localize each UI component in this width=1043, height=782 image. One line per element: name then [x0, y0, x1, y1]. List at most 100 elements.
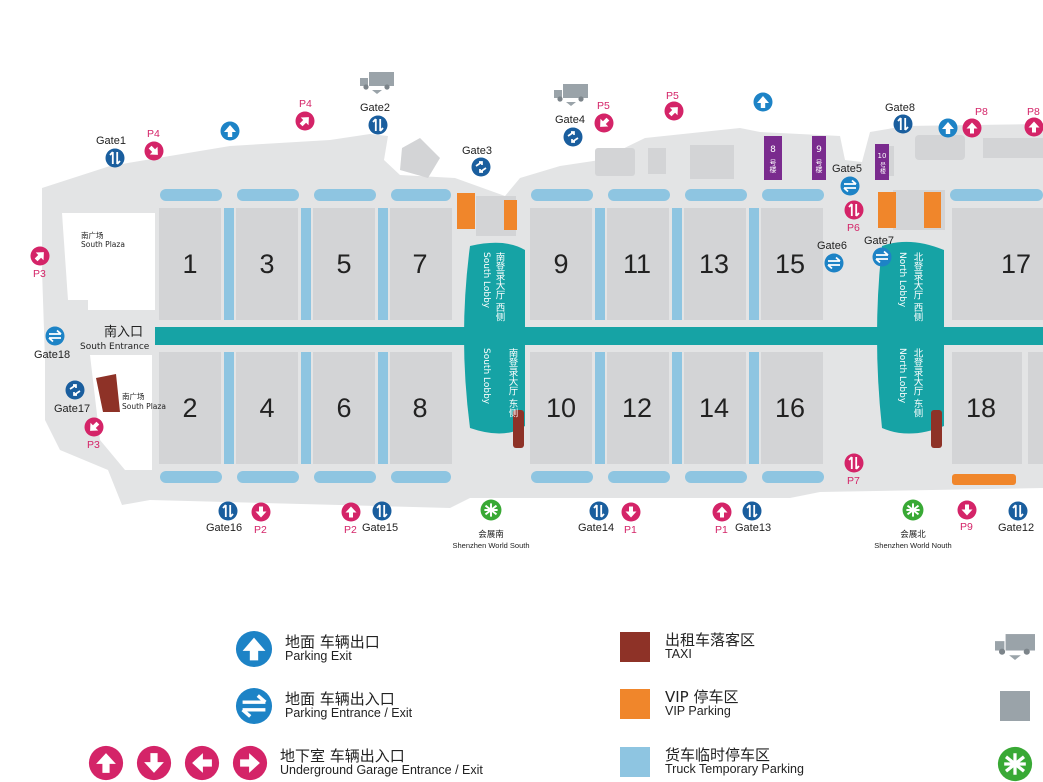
metro-south-en: Shenzhen World South — [453, 541, 530, 550]
p2-right-icon[interactable] — [341, 502, 361, 522]
north-lobby-east-en: North Lobby — [897, 348, 907, 404]
p4-right-icon[interactable] — [291, 107, 319, 135]
legend-parking-entrance-en: Parking Entrance / Exit — [285, 706, 413, 721]
building-8-suffix: 号楼 — [769, 159, 777, 174]
legend-vip-cn: VIP 停车区 — [665, 687, 739, 706]
north-lobby-east-cn: 北登录大厅 东侧 — [912, 348, 924, 418]
p8-left-icon[interactable] — [962, 118, 982, 138]
main-corridor — [155, 241, 1043, 434]
hall-block-6[interactable] — [313, 352, 375, 464]
gate8-icon[interactable] — [893, 114, 913, 134]
hall-label-6: 6 — [336, 393, 351, 423]
p4-label-left: P4 — [147, 128, 160, 140]
parking-exit-icon[interactable] — [938, 118, 958, 138]
hall-label-7: 7 — [412, 249, 427, 279]
gate4-icon[interactable] — [563, 127, 583, 147]
taxi-areas — [96, 374, 942, 448]
map-legend: 地面 车辆出口 Parking Exit 地面 车辆出入口 Parking En… — [0, 600, 1043, 782]
gate12-icon[interactable] — [1008, 501, 1028, 521]
gate18-icon[interactable] — [45, 326, 65, 346]
legend-vip: VIP 停车区 VIP Parking — [620, 689, 739, 719]
p8-label-left: P8 — [975, 106, 988, 118]
gate18-label: Gate18 — [34, 349, 70, 361]
gate1-icon[interactable] — [105, 148, 125, 168]
gate14-icon[interactable] — [589, 501, 609, 521]
pink-right-arrow-icon — [232, 745, 268, 781]
metro-north-cn: 会展北 — [900, 529, 926, 540]
hall-numbers: 1 3 5 7 9 11 13 15 17 2 4 6 8 10 12 14 1… — [182, 249, 1031, 423]
hall-block-17[interactable] — [952, 208, 1043, 320]
hall-block-2[interactable] — [159, 352, 221, 464]
gate1-label: Gate1 — [96, 135, 126, 147]
building-9-suffix: 号楼 — [815, 159, 823, 174]
hall-block-5[interactable] — [313, 208, 375, 320]
south-lobby-east-cn: 南登录大厅 东侧 — [507, 347, 519, 418]
hall-block-10[interactable] — [530, 352, 592, 464]
truck-icon — [360, 72, 394, 94]
building-10-num: 10 — [878, 152, 887, 160]
south-lobby-east-en: South Lobby — [481, 348, 491, 405]
gate3-icon[interactable] — [471, 157, 491, 177]
hall-block-13[interactable] — [684, 208, 746, 320]
p1-left-icon[interactable] — [621, 502, 641, 522]
metro-south-icon[interactable] — [480, 499, 502, 521]
south-lobby-west-cn: 南登录大厅 西侧 — [494, 251, 506, 322]
gate5-icon[interactable] — [840, 176, 860, 196]
gate13-icon[interactable] — [742, 501, 762, 521]
south-lobby-west-en: South Lobby — [481, 252, 491, 309]
hall-label-4: 4 — [259, 393, 274, 423]
hall-block-8[interactable] — [390, 352, 452, 464]
metro-north-icon[interactable] — [902, 499, 924, 521]
south-plaza-bottom-en: South Plaza — [122, 402, 166, 411]
hall-block-18[interactable] — [952, 352, 1022, 464]
p2-left-icon[interactable] — [251, 502, 271, 522]
gate7-icon[interactable] — [872, 247, 892, 267]
legend-taxi-en: TAXI — [665, 647, 692, 662]
gate16-icon[interactable] — [218, 501, 238, 521]
hall-block-12[interactable] — [607, 352, 669, 464]
p1-right-icon[interactable] — [712, 502, 732, 522]
parking-exit-markers — [220, 92, 958, 141]
hall-block-14[interactable] — [684, 352, 746, 464]
p5-right-icon[interactable] — [660, 97, 688, 125]
gate6-icon[interactable] — [824, 253, 844, 273]
hall-block-1[interactable] — [159, 208, 221, 320]
legend-truck-icon — [995, 634, 1035, 660]
hall-block-11[interactable] — [607, 208, 669, 320]
building-8-num: 8 — [770, 145, 776, 155]
p7-icon[interactable] — [844, 453, 864, 473]
p9-icon[interactable] — [957, 500, 977, 520]
truck-parking-lanes — [160, 189, 1043, 483]
gate16-label: Gate16 — [206, 522, 242, 534]
p1-label-right: P1 — [715, 524, 728, 536]
hall-block-16[interactable] — [761, 352, 823, 464]
p7-label: P7 — [847, 475, 860, 487]
gate7-label: Gate7 — [864, 235, 894, 247]
south-plaza-top-en: South Plaza — [81, 240, 125, 249]
gate3-label: Gate3 — [462, 145, 492, 157]
hall-block-15[interactable] — [761, 208, 823, 320]
gate8-label: Gate8 — [885, 102, 915, 114]
p8-right-icon[interactable] — [1024, 117, 1043, 137]
legend-underground: 地下室 车辆出入口 Underground Garage Entrance / … — [88, 745, 483, 781]
gate15-icon[interactable] — [372, 501, 392, 521]
vip-swatch — [620, 689, 650, 719]
parking-exit-icon[interactable] — [753, 92, 773, 112]
hall-block-9[interactable] — [530, 208, 592, 320]
south-entrance-cn: 南入口 — [104, 324, 143, 340]
gate17-icon[interactable] — [65, 380, 85, 400]
p5-left-icon[interactable] — [590, 109, 618, 137]
p6-icon[interactable] — [844, 200, 864, 220]
two-way-arrow-icon — [235, 687, 273, 725]
gate2-icon[interactable] — [368, 115, 388, 135]
p2-label-right: P2 — [344, 524, 357, 536]
parking-exit-icon[interactable] — [220, 121, 240, 141]
hall-block-4[interactable] — [236, 352, 298, 464]
hall-label-11: 11 — [623, 249, 651, 279]
legend-vip-en: VIP Parking — [665, 704, 731, 719]
hall-block-3[interactable] — [236, 208, 298, 320]
hall-block-7[interactable] — [390, 208, 452, 320]
legend-taxi: 出租车落客区 TAXI — [620, 632, 755, 662]
legend-truck: 货车临时停车区 Truck Temporary Parking — [620, 747, 804, 777]
